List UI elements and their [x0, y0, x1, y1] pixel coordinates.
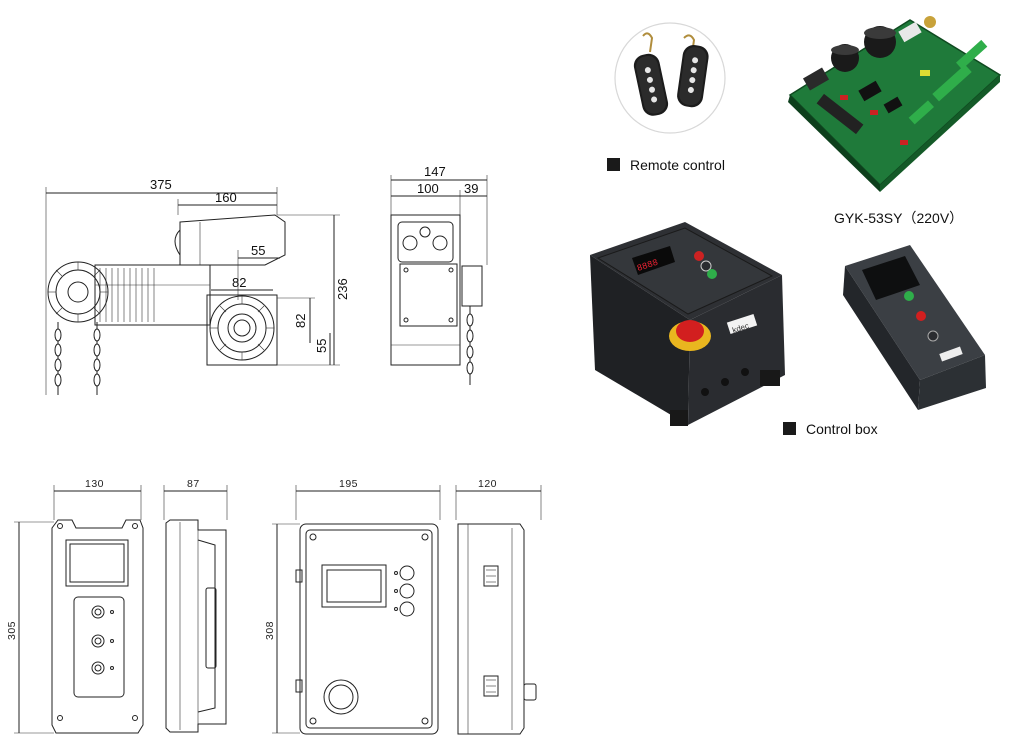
motor-side-view: 147 100 39	[390, 164, 488, 385]
dim-87: 87	[187, 478, 200, 490]
control-box-caption-text: Control box	[806, 421, 878, 437]
remote-control-caption: Remote control	[607, 157, 725, 173]
dim-375: 375	[150, 177, 172, 192]
dim-55: 55	[251, 243, 265, 258]
circuit-board-photo	[788, 16, 1002, 192]
motor-front-view: 375 160 55	[45, 177, 350, 395]
dim-308: 308	[264, 621, 276, 640]
large-control-box-photo: 8888 kdec	[590, 222, 785, 426]
dim-160: 160	[215, 190, 237, 205]
dim-120: 120	[478, 478, 497, 490]
dim-195: 195	[339, 478, 358, 490]
board-model-caption: GYK-53SY（220V）	[834, 210, 964, 226]
dim-236: 236	[335, 278, 350, 300]
large-box-front-view: 195 308	[264, 478, 441, 735]
remote-caption-text: Remote control	[630, 157, 725, 173]
dim-147: 147	[424, 164, 446, 179]
small-box-front-view: 130 305	[6, 478, 144, 734]
remote-control-photo	[614, 22, 726, 134]
large-box-side-view: 120	[455, 478, 542, 735]
dim-100: 100	[417, 181, 439, 196]
dim-55-height: 55	[314, 339, 329, 353]
dim-130: 130	[85, 478, 104, 490]
caption-bullet-icon	[607, 158, 620, 171]
dim-82-height: 82	[293, 314, 308, 328]
control-box-caption: Control box	[783, 421, 878, 437]
dim-39: 39	[464, 181, 478, 196]
dim-82-width: 82	[232, 275, 246, 290]
caption-bullet-icon	[783, 422, 796, 435]
dim-305: 305	[6, 621, 18, 640]
small-control-box-photo	[843, 245, 986, 410]
small-box-side-view: 87	[163, 478, 228, 733]
